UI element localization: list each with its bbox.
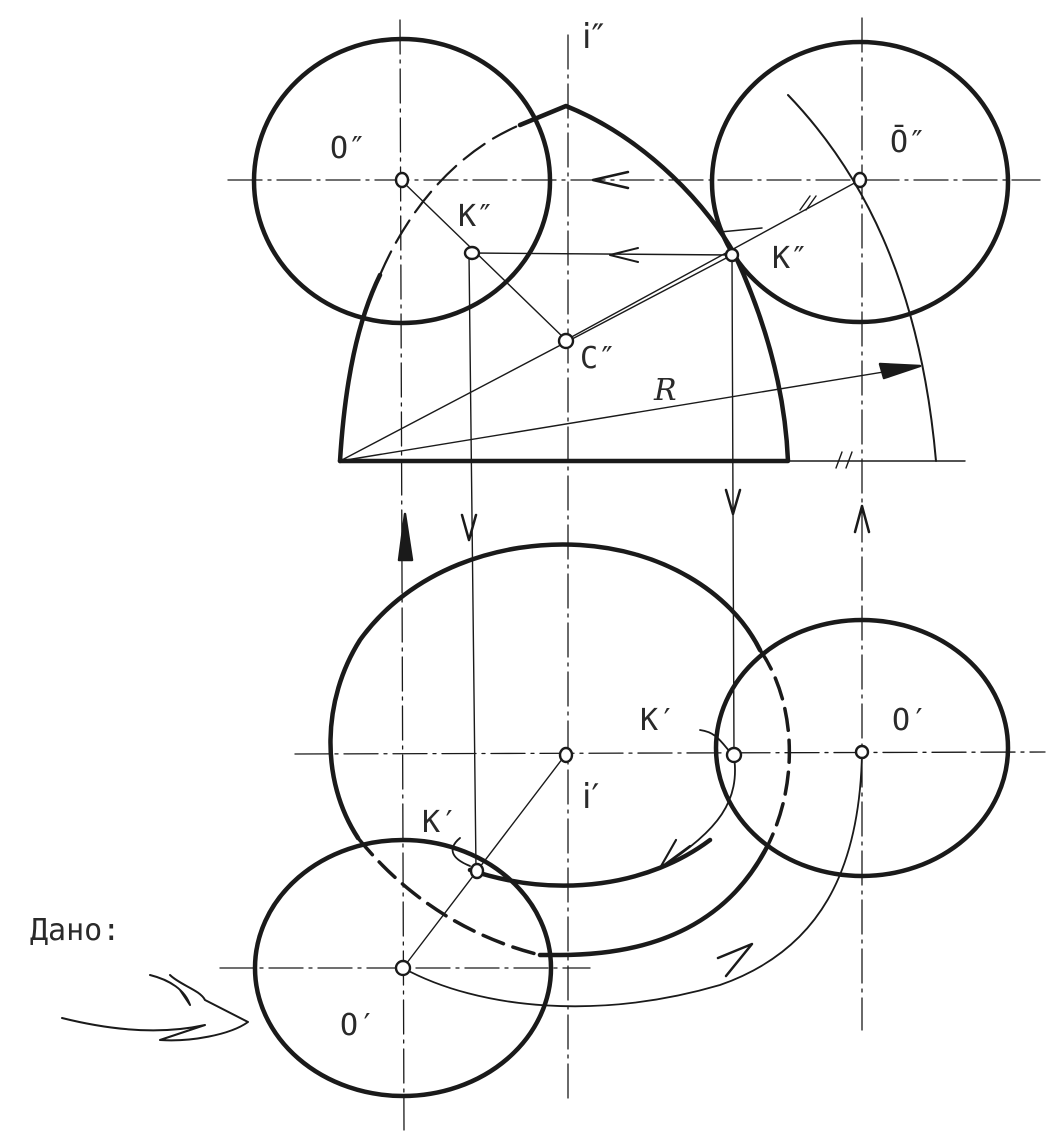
frontal-projection — [251, 36, 1011, 469]
point-obar2 — [852, 171, 868, 189]
point-kbar1 — [725, 746, 743, 764]
point-i1 — [558, 746, 574, 764]
ball-circle-obar2 — [709, 39, 1011, 325]
line-c2-kbar2 — [565, 179, 861, 341]
horizontal-projection — [61, 542, 1011, 1099]
center-lines — [219, 17, 1046, 1131]
inner-arc — [467, 837, 713, 888]
point-obar1 — [854, 744, 870, 760]
transfer-arrows — [397, 488, 871, 562]
sphere-outline-front — [337, 272, 383, 464]
line-o1-i1 — [402, 753, 567, 969]
labels: i″ O″ Ō″ K″ K″ C″ R K′ O′ i′ K′ O′ Дано: — [30, 17, 928, 1043]
label-given: Дано: — [30, 913, 120, 948]
label-k2: K″ — [458, 199, 494, 234]
label-k1: K′ — [422, 805, 458, 840]
ground-tick — [835, 451, 853, 469]
line-k2-kbar2 — [471, 252, 733, 256]
point-kbar2 — [724, 247, 740, 263]
line-o2-c2 — [401, 180, 567, 341]
rotation-arc-outer — [402, 751, 863, 1008]
hidden-arc-left — [378, 123, 522, 277]
arrow-down-k — [460, 513, 478, 542]
ball-circle-o2 — [251, 36, 553, 326]
sphere-outline-plan — [328, 542, 763, 841]
link-line-k — [468, 253, 477, 871]
kbar1-leader — [699, 729, 731, 753]
label-obar2: Ō″ — [890, 124, 926, 160]
label-o1: O′ — [340, 1008, 376, 1043]
arrow-up-o — [397, 512, 414, 562]
rotation-arrow-inner — [658, 838, 692, 870]
arrow-left-middle — [609, 247, 639, 263]
radius-arc — [787, 94, 937, 462]
ball-circle-o1 — [252, 837, 554, 1099]
point-k1 — [469, 862, 485, 880]
label-kbar1: K′ — [640, 703, 676, 738]
arrow-left-upper — [591, 170, 630, 190]
label-c2: C″ — [580, 341, 616, 376]
label-r: R — [653, 373, 677, 408]
point-k2 — [463, 245, 481, 261]
arrow-down-kbar — [724, 488, 742, 516]
label-axis-i2: i″ — [582, 17, 604, 57]
horizontal-axis-lower-right — [294, 751, 1046, 755]
link-line-kbar — [731, 254, 735, 757]
given-pointer-arrow — [61, 974, 249, 1042]
line-base-kbar2 — [339, 254, 733, 462]
radius-arrowhead — [878, 362, 922, 380]
label-o2: O″ — [330, 131, 366, 166]
label-i1: i′ — [582, 777, 599, 817]
label-kbar2: K″ — [772, 241, 808, 276]
point-o2 — [394, 171, 410, 189]
k1-leader — [451, 837, 471, 867]
label-obar1: O′ — [892, 703, 928, 738]
sphere-outline-front-top — [337, 103, 791, 464]
vertical-axis-o — [399, 19, 405, 1131]
kbar-tick-mark — [719, 195, 817, 233]
point-c2 — [557, 332, 575, 350]
sphere-hidden-left — [356, 836, 542, 957]
ball-circle-obar1 — [713, 617, 1011, 879]
sphere-outline-plan-bottom — [537, 842, 771, 958]
sphere-hidden-right — [758, 648, 792, 847]
point-o1 — [394, 959, 412, 977]
radius-line-r — [339, 365, 921, 462]
rotation-arrow-outer — [716, 942, 754, 978]
arrow-up-obar — [853, 504, 871, 534]
